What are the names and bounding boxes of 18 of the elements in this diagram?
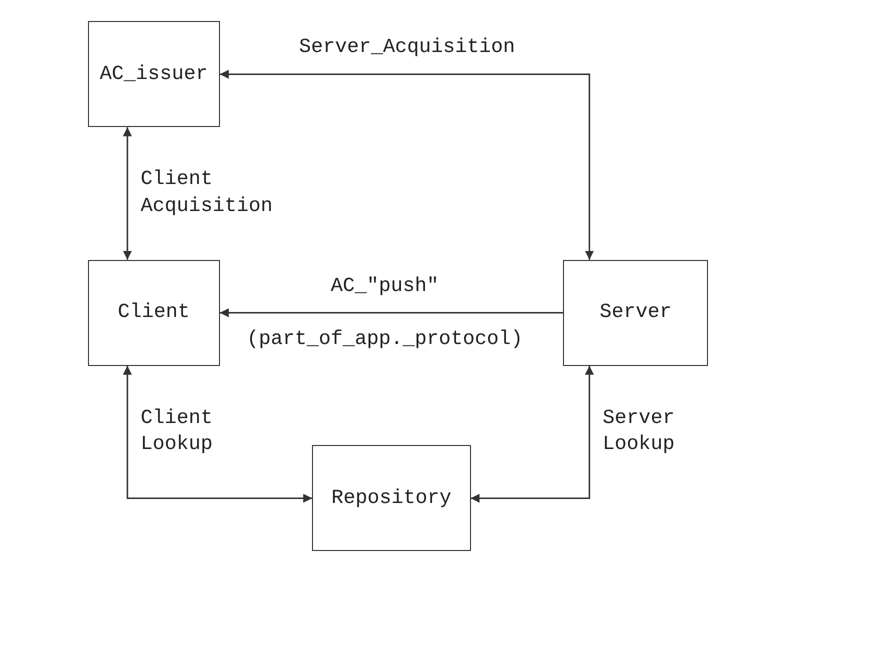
edge-label: Client Acquisition <box>140 167 274 220</box>
process-box <box>88 21 220 128</box>
arrow <box>220 308 563 318</box>
box-label: Server <box>600 301 672 324</box>
arrow <box>470 366 594 503</box>
process-box <box>312 445 471 552</box>
arrow <box>220 70 594 260</box>
arrow <box>122 366 312 503</box>
process-box <box>88 260 220 366</box>
edge-label: Client Lookup <box>140 406 214 458</box>
box-label: AC_issuer <box>100 62 208 86</box>
process-box <box>563 260 708 366</box>
box-label: Repository <box>331 486 452 510</box>
edge-label: Server_Acquisition <box>299 34 516 60</box>
box-label: Client <box>118 301 190 324</box>
arrow <box>122 127 132 260</box>
edge-label: AC_"push" (part_of_app._protocol) <box>246 274 524 353</box>
edge-label: Server Lookup <box>602 406 676 458</box>
